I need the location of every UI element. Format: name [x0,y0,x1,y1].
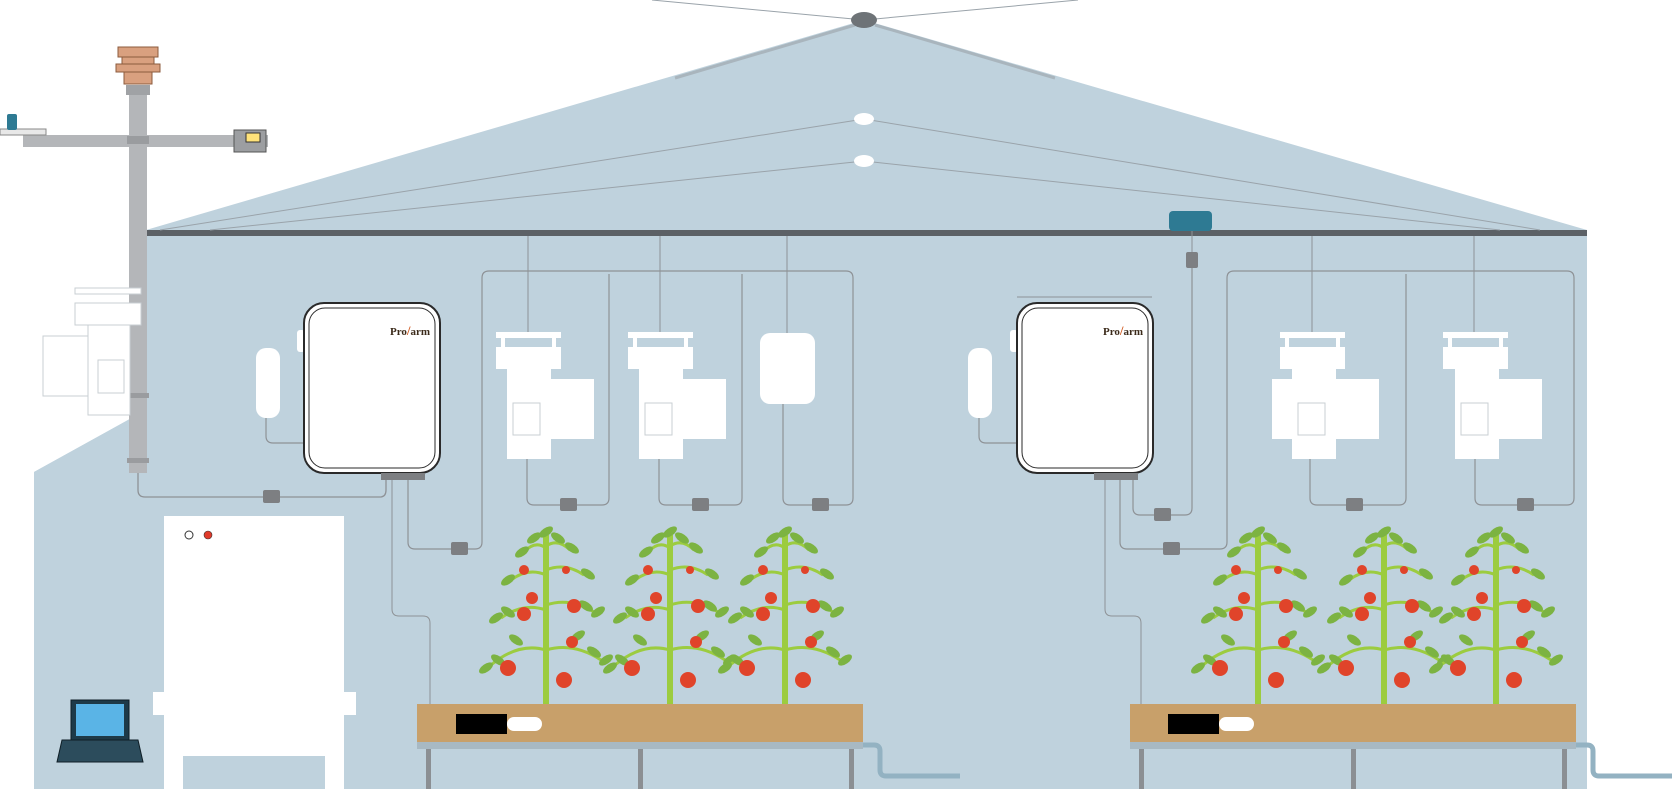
soil-probe-icon [456,714,507,734]
left-hangers [527,236,788,333]
tomato-plant-icon [1317,526,1451,704]
left-connector-b [560,498,577,511]
control-cabinet [153,516,356,789]
cabinet-indicator-off [184,530,194,540]
roof-pulley-lower [854,155,874,167]
controller-box-icon: Pro/arm [256,302,441,480]
roof-sensor [1169,211,1212,231]
roof-beam [146,230,1587,236]
side-annex [34,410,146,789]
controller-brand-left: Pro/arm [390,323,430,338]
tomato-plant-icon [479,526,613,704]
co2-sensor-left [760,333,815,404]
laptop-icon [56,699,144,763]
soil-probe-right [1168,714,1219,734]
roof-highlight-right [874,23,1056,80]
roof-highlight-left [674,23,856,80]
tomato-plant-icon [718,526,852,704]
tomato-plant-icon [1191,526,1325,704]
cabinet-indicator-red [203,530,213,540]
controller-brand-right: Pro/arm [1103,323,1143,338]
tomato-plants [479,526,1563,704]
mast-connector [263,490,280,503]
weather-station-icon [0,46,268,473]
left-connector-a [451,542,468,555]
left-connector-c [692,498,709,511]
roof-hub [851,12,877,28]
left-connector-d [812,498,829,511]
sensor-housing-left-1 [496,332,594,459]
sensor-housing-left-2 [628,332,726,459]
roof-sensor-connector [1186,252,1198,268]
roof-wires [159,0,1541,231]
right-connector-a [1154,508,1171,521]
mast-wire [137,473,387,498]
right-connector-c [1346,498,1363,511]
sensor-housing-right-2 [1443,332,1542,459]
right-connector-d [1517,498,1534,511]
roof-pulley-upper [854,113,874,125]
controller-box-right: Pro/arm [968,302,1154,480]
tomato-plant-icon [1429,526,1563,704]
right-hangers [1311,236,1475,333]
sensor-housing-right-1 [1272,332,1379,459]
sensor-housing-icon [42,287,142,416]
grow-table-right [1130,704,1672,789]
right-connector-b [1163,542,1180,555]
grow-table-left [417,704,960,789]
